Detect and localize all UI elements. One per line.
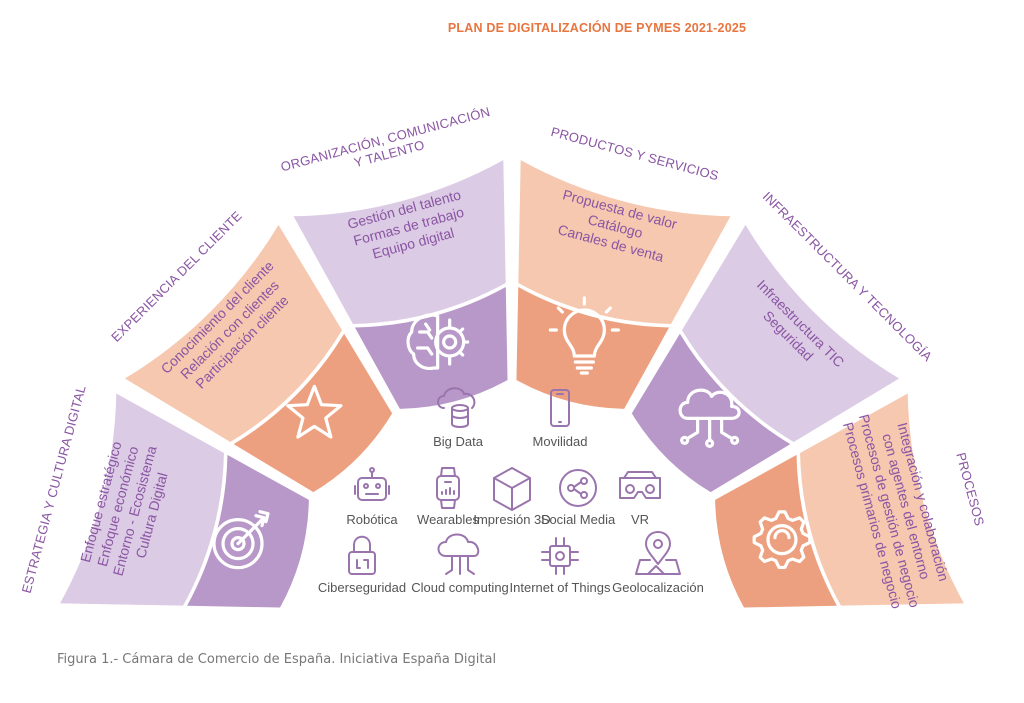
technology-label: VR — [631, 512, 649, 527]
segment-2-outer — [124, 224, 343, 443]
segment-1-outer — [60, 393, 224, 606]
segment-2-inner — [233, 333, 393, 493]
segment-title-line: ORGANIZACIÓN, COMUNICACIÓN — [279, 104, 492, 174]
smartwatch-icon — [436, 467, 460, 509]
technology-label: Robótica — [346, 512, 398, 527]
segment-4-outer — [518, 160, 731, 324]
cloud-circuit-icon — [437, 533, 480, 575]
segment-title-line: ESTRATEGIA Y CULTURA DIGITAL — [19, 384, 89, 595]
segment-4-title: PRODUCTOS Y SERVICIOS — [549, 124, 720, 183]
page-title: PLAN DE DIGITALIZACIÓN DE PYMES 2021-202… — [447, 21, 747, 35]
cloud-network-icon — [678, 388, 741, 448]
segment-6-inner — [715, 454, 837, 608]
figure-caption: Figura 1.- Cámara de Comercio de España.… — [57, 652, 497, 667]
gear-icon — [752, 510, 812, 570]
vr-headset-icon — [619, 471, 661, 499]
segment-1-title: ESTRATEGIA Y CULTURA DIGITAL — [19, 384, 89, 595]
technology-label: Cloud computing — [411, 580, 509, 595]
technology-label: Internet of Things — [510, 580, 611, 595]
iot-chip-icon — [541, 537, 579, 575]
ring-layer — [60, 160, 964, 608]
target-icon — [212, 510, 270, 570]
segment-3-inner — [354, 287, 508, 409]
technology-label: Wearables — [417, 512, 479, 527]
segment-6-outer — [800, 393, 964, 606]
segment-5-inner — [631, 333, 791, 493]
star-icon — [286, 384, 343, 439]
padlock-icon — [348, 535, 376, 575]
segment-title-line: PROCESOS — [953, 451, 987, 528]
segment-5-outer — [681, 224, 900, 443]
segment-6-title: PROCESOS — [953, 451, 987, 528]
segment-title-line: PRODUCTOS Y SERVICIOS — [549, 124, 720, 183]
cube-icon — [493, 467, 531, 511]
robot-icon — [354, 467, 390, 501]
database-cloud-icon — [437, 387, 476, 428]
icon-layer — [212, 296, 812, 570]
technology-label: Social Media — [541, 512, 616, 527]
lightbulb-icon — [548, 296, 620, 375]
technology-label: Geolocalización — [612, 580, 704, 595]
technology-label: Big Data — [433, 434, 484, 449]
technology-label: Ciberseguridad — [318, 580, 406, 595]
smartphone-icon — [550, 389, 570, 427]
map-pin-icon — [635, 531, 681, 575]
technology-label: Impresión 3D — [473, 512, 550, 527]
brain-gear-icon — [406, 313, 470, 371]
segment-4-inner — [516, 287, 670, 409]
share-icon — [559, 469, 597, 507]
segment-3-outer — [293, 160, 506, 324]
technology-label: Movilidad — [533, 434, 588, 449]
